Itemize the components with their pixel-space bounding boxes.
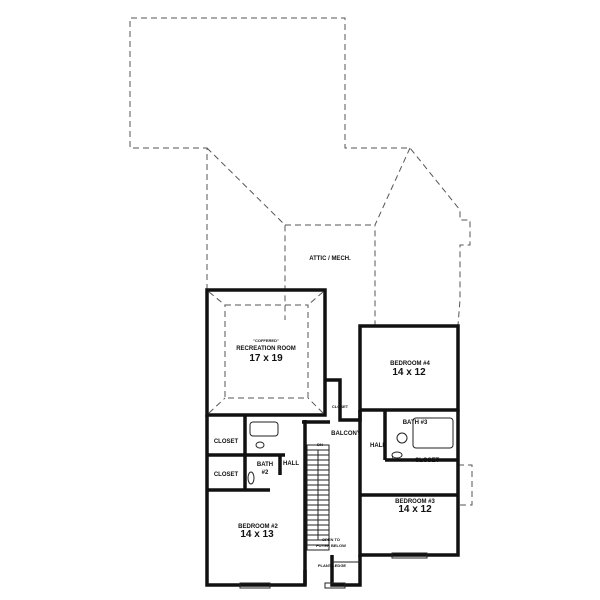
closet-label: CLOSET xyxy=(332,404,349,409)
plant-ledge-label: PLANT LEDGE xyxy=(318,563,347,568)
linen-label: L xyxy=(392,455,395,460)
staircase[interactable] xyxy=(306,444,330,551)
coffered-note: "COFFERED" xyxy=(253,338,279,343)
closet-label: CLOSET xyxy=(214,439,239,445)
closet-label: CLOSET xyxy=(214,472,239,478)
closet-label: CLOSET xyxy=(415,458,440,464)
bedroom2-label: BEDROOM #2 xyxy=(238,524,278,530)
toilet-icon xyxy=(247,471,255,485)
sink-icon xyxy=(391,451,403,459)
bathtub-icon xyxy=(249,421,279,437)
hall-left-label: HALL xyxy=(283,461,299,467)
stair-down-label: DN xyxy=(317,442,323,447)
bedroom4-size: 14 x 12 xyxy=(392,367,426,378)
balcony-label: BALCONY xyxy=(331,431,361,437)
bedroom4-label: BEDROOM #4 xyxy=(390,361,430,367)
attic-outline xyxy=(129,17,473,506)
bath3-label: BATH #3 xyxy=(403,420,428,426)
recreation-room-label: RECREATION ROOM xyxy=(236,346,296,352)
bath2-label: BATH xyxy=(257,462,273,468)
recreation-room-size: 17 x 19 xyxy=(249,353,283,364)
bedroom2-size: 14 x 13 xyxy=(240,529,274,540)
fixtures xyxy=(247,417,454,485)
bedroom3-size: 14 x 12 xyxy=(398,504,432,515)
bathtub-icon xyxy=(412,417,454,449)
bedroom3-label: BEDROOM #3 xyxy=(395,499,435,505)
bath2-number: #2 xyxy=(262,470,269,476)
hall-right-label: HALL xyxy=(370,443,386,449)
toilet-icon xyxy=(396,432,408,444)
windows xyxy=(239,552,428,589)
attic-label: ATTIC / MECH. xyxy=(309,256,351,262)
open-to-label: OPEN TO xyxy=(322,537,340,542)
foyer-below-label: FOYER BELOW xyxy=(316,543,346,548)
walls xyxy=(205,288,460,587)
sink-icon xyxy=(255,441,265,449)
coffered-ceiling xyxy=(208,291,324,414)
